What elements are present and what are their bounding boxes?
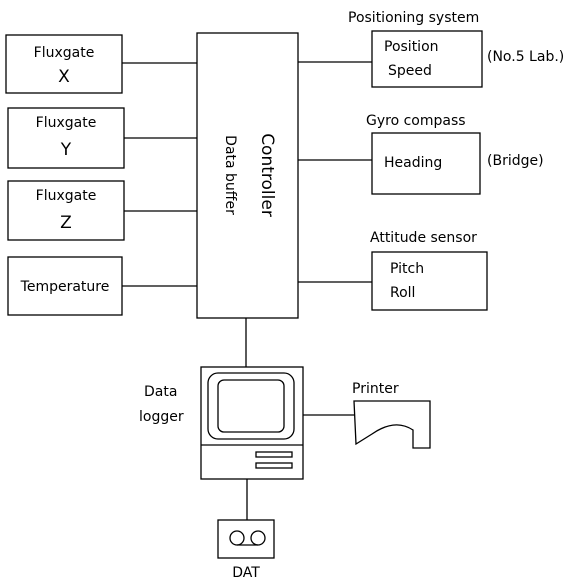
attitude-box: Pitch Roll — [372, 252, 487, 310]
dat-tape-icon — [218, 520, 274, 558]
positioning-caption: Positioning system — [348, 10, 479, 26]
positioning-box: Position Speed — [372, 31, 482, 87]
controller-box: Controller Data buffer — [197, 33, 298, 318]
logger-line1: Data — [144, 384, 177, 400]
attitude-line2: Roll — [390, 285, 415, 301]
fluxgate-y-box: Fluxgate Y — [8, 108, 124, 168]
fluxgate-z-title: Fluxgate — [36, 188, 97, 204]
gyro-line1: Heading — [384, 155, 442, 171]
positioning-note: (No.5 Lab.) — [487, 49, 564, 65]
positioning-line1: Position — [384, 39, 439, 55]
gyro-caption: Gyro compass — [366, 113, 466, 129]
printer-label: Printer — [352, 381, 399, 397]
attitude-caption: Attitude sensor — [370, 230, 477, 246]
fluxgate-y-axis: Y — [60, 140, 72, 160]
computer-icon — [201, 367, 303, 479]
controller-title: Controller — [257, 133, 277, 217]
fluxgate-y-title: Fluxgate — [36, 115, 97, 131]
fluxgate-x-title: Fluxgate — [34, 45, 95, 61]
fluxgate-z-axis: Z — [60, 213, 72, 233]
temperature-box: Temperature — [8, 257, 122, 315]
fluxgate-x-axis: X — [58, 67, 70, 87]
dat-label: DAT — [232, 565, 260, 581]
gyro-box: Heading — [372, 133, 480, 194]
printer-icon — [354, 401, 430, 448]
fluxgate-z-box: Fluxgate Z — [8, 181, 124, 240]
positioning-line2: Speed — [388, 63, 432, 79]
temperature-label: Temperature — [20, 279, 110, 295]
logger-line2: logger — [139, 409, 184, 425]
attitude-line1: Pitch — [390, 261, 424, 277]
gyro-note: (Bridge) — [487, 153, 544, 169]
fluxgate-x-box: Fluxgate X — [6, 35, 122, 93]
controller-subtitle: Data buffer — [222, 135, 238, 215]
